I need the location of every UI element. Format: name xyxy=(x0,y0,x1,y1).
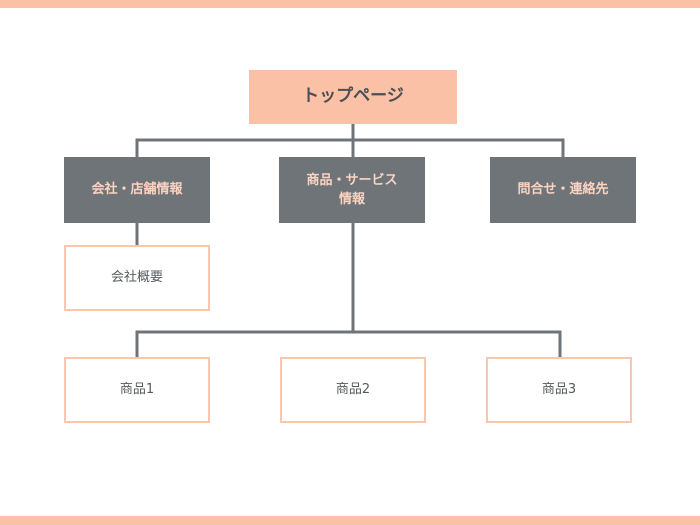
node-product-1-label: 商品1 xyxy=(119,382,155,398)
node-contact-info: 問合せ・連絡先 xyxy=(490,157,636,223)
node-product-2: 商品2 xyxy=(280,357,426,423)
node-products-services-info-label: 商品・サービス 情報 xyxy=(306,172,398,208)
node-company-store-info: 会社・店舗情報 xyxy=(64,157,210,223)
node-product-2-label: 商品2 xyxy=(335,382,371,398)
node-product-3-label: 商品3 xyxy=(541,382,577,398)
node-product-1: 商品1 xyxy=(64,357,210,423)
node-top-page: トップページ xyxy=(249,70,457,124)
node-top-page-label: トップページ xyxy=(302,86,404,107)
node-company-store-info-label: 会社・店舗情報 xyxy=(91,182,183,198)
node-products-services-info: 商品・サービス 情報 xyxy=(279,157,425,223)
node-contact-info-label: 問合せ・連絡先 xyxy=(517,182,609,198)
node-product-3: 商品3 xyxy=(486,357,632,423)
node-company-overview-label: 会社概要 xyxy=(110,270,163,286)
node-company-overview: 会社概要 xyxy=(64,245,210,311)
top-accent-band xyxy=(0,0,700,8)
bottom-accent-band xyxy=(0,516,700,525)
